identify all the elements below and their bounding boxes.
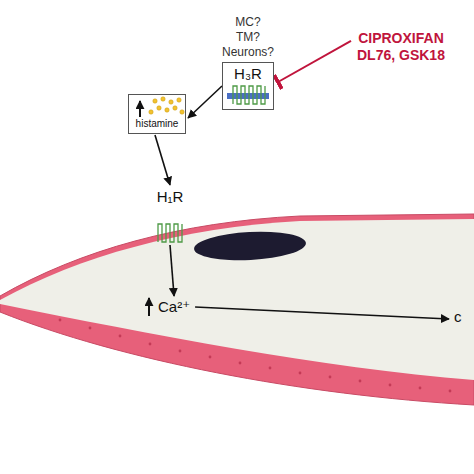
histamine-dots [149,97,184,114]
arrow-connector [195,307,449,319]
ion-label: Ca²⁺ [156,298,192,316]
node-text: histamine [136,118,179,130]
receptor-label: H₁R [150,188,190,244]
node-text: H₃R [234,65,262,83]
nucleus [193,229,306,263]
inhibition-line [278,41,351,82]
increase-arrow [139,101,141,117]
increase-arrow [148,298,150,316]
node-text: CIPROXIFAN [358,30,444,47]
arrow-connector [155,135,170,185]
drug-label: CIPROXIFANDL76, GSK18 [355,30,447,64]
receptor-box: MC? TM? Neurons?H₃R [222,62,274,110]
arrow-connector [170,245,174,296]
node-text: H₁R [157,188,184,206]
histamine-box: histamine [128,94,186,134]
h3-receptor-icon [227,86,269,104]
membrane-dots [59,319,452,393]
arrow-connector [188,86,222,118]
node-text: DL76, GSK18 [357,47,445,64]
cell-membrane [0,214,474,405]
node-text: c [454,308,462,326]
cell-cytoplasm [0,219,474,380]
h1-receptor-icon [158,224,182,242]
cut-label: c [452,308,464,326]
source-heading: MC? TM? Neurons? [222,15,274,60]
node-text: Ca²⁺ [158,298,190,316]
